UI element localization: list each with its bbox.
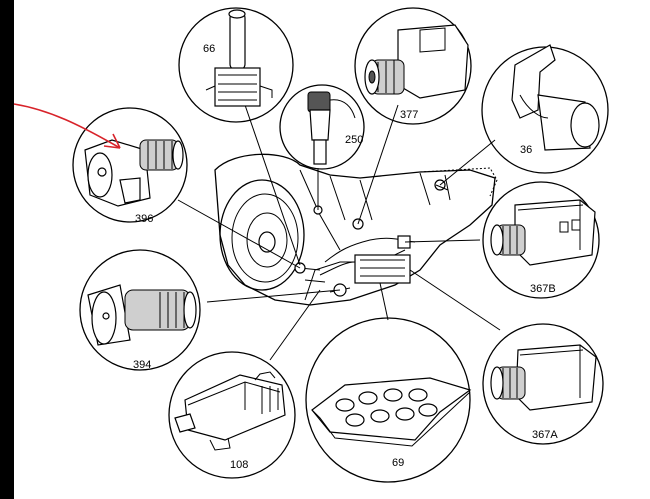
callout-label-367B: 367B xyxy=(530,283,556,295)
callout-label-66: 66 xyxy=(203,43,215,55)
transmission-assembly xyxy=(214,153,498,306)
callout-250: 250 xyxy=(279,84,365,170)
callout-label-250: 250 xyxy=(345,134,363,146)
callout-66: 66 xyxy=(178,7,294,123)
callout-108: 108 xyxy=(168,351,296,479)
callout-69: 69 xyxy=(305,317,472,483)
callout-label-394: 394 xyxy=(133,359,151,371)
red-annotation-arrow xyxy=(13,103,121,149)
callout-label-108: 108 xyxy=(230,459,248,471)
left-edge-bar xyxy=(0,0,14,499)
callout-396: 396 xyxy=(72,107,188,225)
leader-lines xyxy=(177,104,501,361)
callout-label-69: 69 xyxy=(392,457,404,469)
callout-36: 36 xyxy=(481,44,609,174)
callout-label-377: 377 xyxy=(400,109,418,121)
callout-367B: 367B xyxy=(482,181,600,299)
callout-label-367A: 367A xyxy=(532,429,558,441)
callout-367A: 367A xyxy=(482,323,604,445)
callout-377: 377 xyxy=(354,7,472,125)
callout-394: 394 xyxy=(79,249,201,371)
callout-label-36: 36 xyxy=(520,144,532,156)
callout-label-396: 396 xyxy=(135,213,153,225)
